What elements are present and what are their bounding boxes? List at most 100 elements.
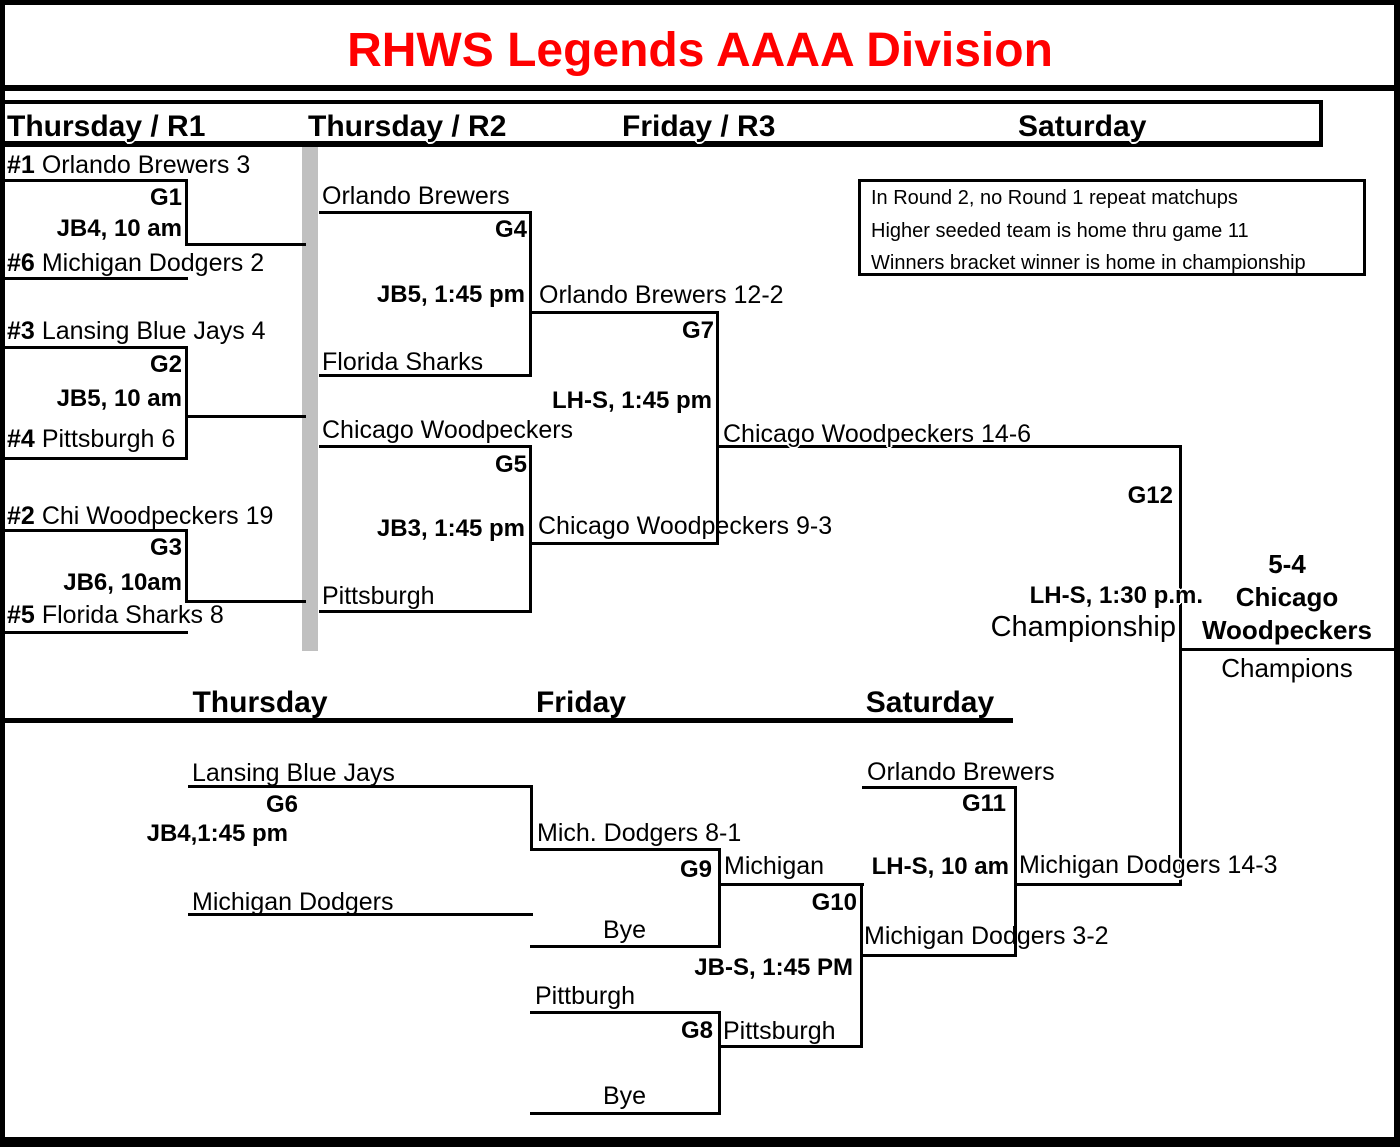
g11-label: G11 — [961, 790, 1006, 817]
lower-header-friday: Friday — [535, 686, 627, 719]
upper-header-right-line — [1319, 100, 1323, 147]
g11-winner: Michigan Dodgers 14-3 — [1019, 851, 1278, 879]
g2-team-top-name: Lansing Blue Jays 4 — [41, 317, 266, 345]
upper-header-saturday: Saturday — [1018, 110, 1147, 143]
g6-winner-line — [530, 848, 721, 851]
g10-vertical-line — [860, 883, 863, 1048]
g3-vertical-line — [185, 529, 188, 603]
champion-score: 5-4 — [1268, 549, 1306, 579]
g12-name: Championship — [990, 611, 1176, 643]
g4-bottom-line — [319, 374, 532, 377]
g5-winner-line — [529, 542, 719, 545]
g10-info: JB-S, 1:45 PM — [694, 954, 853, 981]
lower-header-saturday: Saturday — [865, 686, 995, 719]
lower-header-line — [0, 718, 1013, 723]
g1-top-line — [0, 179, 188, 182]
g11-vertical-line — [1014, 786, 1017, 957]
g3-team-bottom-name: Florida Sharks 8 — [41, 601, 224, 629]
upper-header-thursday-r2: Thursday / R2 — [308, 110, 507, 143]
g6-top-line — [188, 785, 533, 788]
g6-winner: Mich. Dodgers 8-1 — [537, 819, 742, 847]
g1-seed-bottom: #6 — [7, 249, 35, 277]
page-border-bottom — [0, 1137, 1400, 1147]
g1-bottom-line — [0, 277, 188, 280]
champions-label: Champions — [1221, 653, 1353, 683]
g2-seed-bottom: #4 — [7, 425, 35, 453]
g1-info: JB4, 10 am — [56, 215, 182, 242]
g2-advance-line — [185, 415, 306, 418]
g3-top-line — [0, 529, 188, 532]
g4-top-line — [319, 211, 532, 214]
g7-label: G7 — [681, 317, 714, 344]
champion-line — [1179, 648, 1394, 651]
title-box: RHWS Legends AAAA Division — [5, 5, 1395, 91]
g6-team-top: Lansing Blue Jays — [192, 759, 395, 787]
lower-header-thursday: Thursday — [192, 686, 328, 719]
g7-info: LH-S, 1:45 pm — [551, 387, 712, 414]
g6-info: JB4,1:45 pm — [146, 820, 288, 847]
g8-winner-line — [718, 1045, 863, 1048]
g8-top-line — [530, 1011, 721, 1014]
g6-vertical-line — [530, 785, 533, 851]
g2-bottom-line — [0, 457, 188, 460]
note-line-3: Winners bracket winner is home in champi… — [871, 252, 1306, 274]
g9-bye-line — [530, 945, 721, 948]
g6-bottom-line — [188, 913, 533, 916]
g3-seed-top: #2 — [7, 502, 35, 530]
g9-label: G9 — [679, 856, 712, 883]
g1-vertical-line — [185, 179, 188, 246]
g8-vertical-line — [718, 1011, 721, 1115]
g9-team-bottom: Bye — [603, 916, 647, 944]
g4-winner-line — [529, 311, 719, 314]
g8-winner: Pittsburgh — [723, 1017, 836, 1045]
notes-box: In Round 2, no Round 1 repeat matchups H… — [858, 179, 1366, 276]
g8-team-bottom: Bye — [603, 1082, 647, 1110]
g3-label: G3 — [149, 534, 182, 561]
g2-vertical-line — [185, 346, 188, 460]
g11-info: LH-S, 10 am — [871, 853, 1009, 880]
g5-winner: Chicago Woodpeckers 9-3 — [538, 512, 833, 540]
g6-team-bottom: Michigan Dodgers — [192, 888, 394, 916]
g4-team-bottom: Florida Sharks — [322, 348, 484, 376]
g4-info: JB5, 1:45 pm — [376, 281, 525, 308]
g12-info: LH-S, 1:30 p.m. — [1029, 582, 1203, 609]
upper-header-top-line — [0, 100, 1323, 104]
g11-top-line — [862, 786, 1017, 789]
g2-info: JB5, 10 am — [56, 385, 182, 412]
page-border-right — [1394, 0, 1400, 1147]
g2-seed-top: #3 — [7, 317, 35, 345]
g1-advance-line — [185, 243, 306, 246]
g4-winner: Orlando Brewers 12-2 — [539, 281, 784, 309]
g9-vertical-line — [718, 848, 721, 948]
champion-team-line2: Woodpeckers — [1201, 615, 1372, 645]
g5-label: G5 — [494, 451, 527, 478]
g10-winner-line — [860, 954, 1017, 957]
g2-label: G2 — [149, 351, 182, 378]
g2-top-line — [0, 346, 188, 349]
g11-winner-line — [1014, 883, 1182, 886]
round-divider-bar — [302, 147, 318, 651]
g12-label: G12 — [1127, 482, 1173, 509]
g4-vertical-line — [529, 211, 532, 377]
g12-vertical-line — [1179, 445, 1182, 886]
g11-team-top: Orlando Brewers — [867, 758, 1055, 786]
g3-team-top-name: Chi Woodpeckers 19 — [41, 502, 274, 530]
g7-winner: Chicago Woodpeckers 14-6 — [723, 420, 1032, 448]
g5-team-bottom: Pittsburgh — [322, 582, 435, 610]
g8-label: G8 — [680, 1017, 713, 1044]
g1-team-top-name: Orlando Brewers 3 — [41, 151, 251, 179]
g5-top-line — [319, 445, 532, 448]
page-border-top — [0, 0, 1400, 5]
note-line-2: Higher seeded team is home thru game 11 — [871, 220, 1249, 242]
g3-bottom-line — [0, 631, 188, 634]
page-title: RHWS Legends AAAA Division — [347, 24, 1053, 77]
g10-label: G10 — [811, 889, 857, 916]
g1-team-bottom-name: Michigan Dodgers 2 — [41, 249, 265, 277]
g8-team-top: Pittburgh — [535, 982, 636, 1010]
